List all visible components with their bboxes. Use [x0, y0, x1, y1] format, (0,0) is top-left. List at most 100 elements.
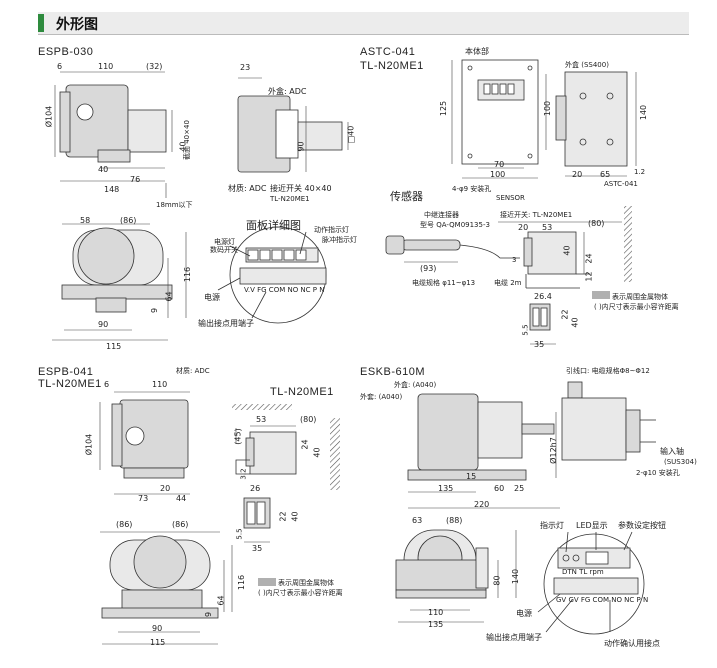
espb041-switch-model-label: TL-N20ME1	[38, 378, 102, 390]
confirm-contact-label: 动作确认用接点	[604, 639, 660, 648]
dim-label: Ø12h7	[548, 437, 558, 464]
espb030-front-view	[52, 223, 187, 341]
dim-label: 26.4	[534, 292, 552, 301]
dim-label: (86)	[116, 520, 133, 529]
dim-label: 44	[176, 494, 187, 503]
dim-label: 40	[570, 317, 580, 328]
dim-label: 70	[494, 160, 505, 169]
relay-label: 中继连接器	[424, 211, 459, 219]
dim-label: 90	[296, 141, 306, 152]
power-label: 电源	[516, 609, 532, 618]
dim-label: 6	[57, 62, 63, 71]
dim-label: 73	[138, 494, 149, 503]
dim-label: 20	[572, 170, 583, 179]
dim-label: 220	[474, 500, 490, 509]
dim-label: □40	[346, 125, 356, 144]
holes-label: 4-φ9 安装孔	[452, 185, 492, 193]
dim-label: 64	[164, 291, 174, 302]
panel-title: 面板详细图	[246, 219, 301, 232]
dim-label: 110	[98, 62, 114, 71]
case-label: 外盒 (SS400)	[565, 61, 609, 69]
dim-label: 12	[584, 271, 594, 282]
astc041-case-view	[555, 71, 637, 177]
terminal-labels: GV GV FG COM NO NC P N	[556, 596, 649, 604]
dim-label: 140	[639, 104, 649, 121]
eskb610-model-label: ESKB-610M	[360, 366, 426, 378]
espb030-profile-view	[237, 77, 349, 173]
legend-distance: ( )内尺寸表示最小容许距离	[594, 303, 679, 311]
legend-distance: ( )内尺寸表示最小容许距离	[258, 589, 343, 597]
dim-label: 115	[106, 342, 122, 351]
dim-label: 40	[290, 511, 300, 522]
dim-label: 20	[518, 223, 529, 232]
dim-label: 3.2	[239, 468, 248, 480]
dim-label: 35	[252, 544, 263, 553]
panel-detail-view	[217, 226, 327, 324]
dim-label: (86)	[172, 520, 189, 529]
input-shaft-label: 输入轴	[660, 447, 684, 456]
astc041-body-view	[451, 59, 547, 179]
dim-label: 24	[300, 439, 310, 450]
dim-label: 80	[492, 575, 502, 586]
dim-label: 9	[150, 307, 160, 314]
dim-label: 40	[312, 447, 322, 458]
dim-label: 22	[560, 309, 570, 320]
sensor-model-label: TL-N20ME1	[270, 386, 334, 398]
eskb610-side-view	[407, 393, 560, 509]
dim-label: Ø104	[84, 433, 94, 456]
dim-label: 22	[278, 511, 288, 522]
dim-label: (32)	[146, 62, 163, 71]
eskb610-panel-view	[537, 531, 645, 635]
espb041-side-view	[99, 391, 190, 495]
cable-inlet-label: 引线口: 电缆规格Φ8~Φ12	[566, 367, 650, 375]
dim-label: 90	[152, 624, 163, 633]
shaft-material-label: (SUS304)	[664, 458, 697, 466]
header-accent-bar	[38, 14, 44, 32]
dim-label: 5.5	[235, 528, 244, 540]
dim-label: (86)	[120, 216, 137, 225]
output-terminal-label: 输出接点用端子	[486, 633, 542, 642]
dim-label: 53	[542, 223, 553, 232]
dim-label: 64	[216, 595, 226, 606]
dim-label: 40	[562, 245, 572, 256]
dim-label: 26	[250, 484, 261, 493]
dim-label: 9	[204, 611, 214, 618]
power-label: 电源	[204, 293, 220, 302]
switch-label: 接近开关 40×40	[270, 184, 332, 193]
section-header: 外形图	[38, 12, 689, 35]
dim-label: 148	[104, 185, 120, 194]
led-display-label: LED显示	[576, 521, 608, 530]
sensor-tag: SENSOR	[496, 194, 525, 202]
power-lamp-label: 电源灯	[214, 238, 235, 246]
action-lamp-label: 动作指示灯	[314, 226, 349, 234]
eskb610-end-view	[561, 381, 656, 461]
dim-label: 25	[514, 484, 525, 493]
dim-label: 18mm以下	[156, 201, 193, 209]
dim-label: 6	[104, 380, 110, 389]
dim-label: (80)	[300, 415, 317, 424]
section-title: 外形图	[56, 17, 98, 33]
dim-label: 110	[428, 608, 444, 617]
dim-label: 135	[438, 484, 454, 493]
cover-label: 外套: (A040)	[360, 393, 403, 401]
sensor-drawing	[385, 206, 632, 345]
eskb610-front-view	[395, 529, 517, 623]
case-label: 外盒: (A040)	[394, 381, 437, 389]
dim-label: 125	[439, 100, 449, 117]
dim-label: 140	[511, 568, 521, 585]
cable-spec-label: 电缆规格 φ11~φ13	[412, 279, 476, 287]
dim-label: 60	[494, 484, 505, 493]
dim-label: 90	[98, 320, 109, 329]
dim-label: 1.2	[634, 168, 646, 176]
dim-label: 5.5	[521, 324, 530, 336]
cable-length-label: 电缆 2m	[494, 279, 522, 287]
dim-label: 58	[80, 216, 91, 225]
output-terminal-label: 输出接点用端子	[198, 319, 254, 328]
dim-label: Ø104	[44, 105, 54, 128]
dim-label: 110	[152, 380, 168, 389]
material-label: 材质: ADC	[228, 184, 267, 193]
dim-label: (88)	[446, 516, 463, 525]
dim-label: (45)	[233, 428, 243, 445]
